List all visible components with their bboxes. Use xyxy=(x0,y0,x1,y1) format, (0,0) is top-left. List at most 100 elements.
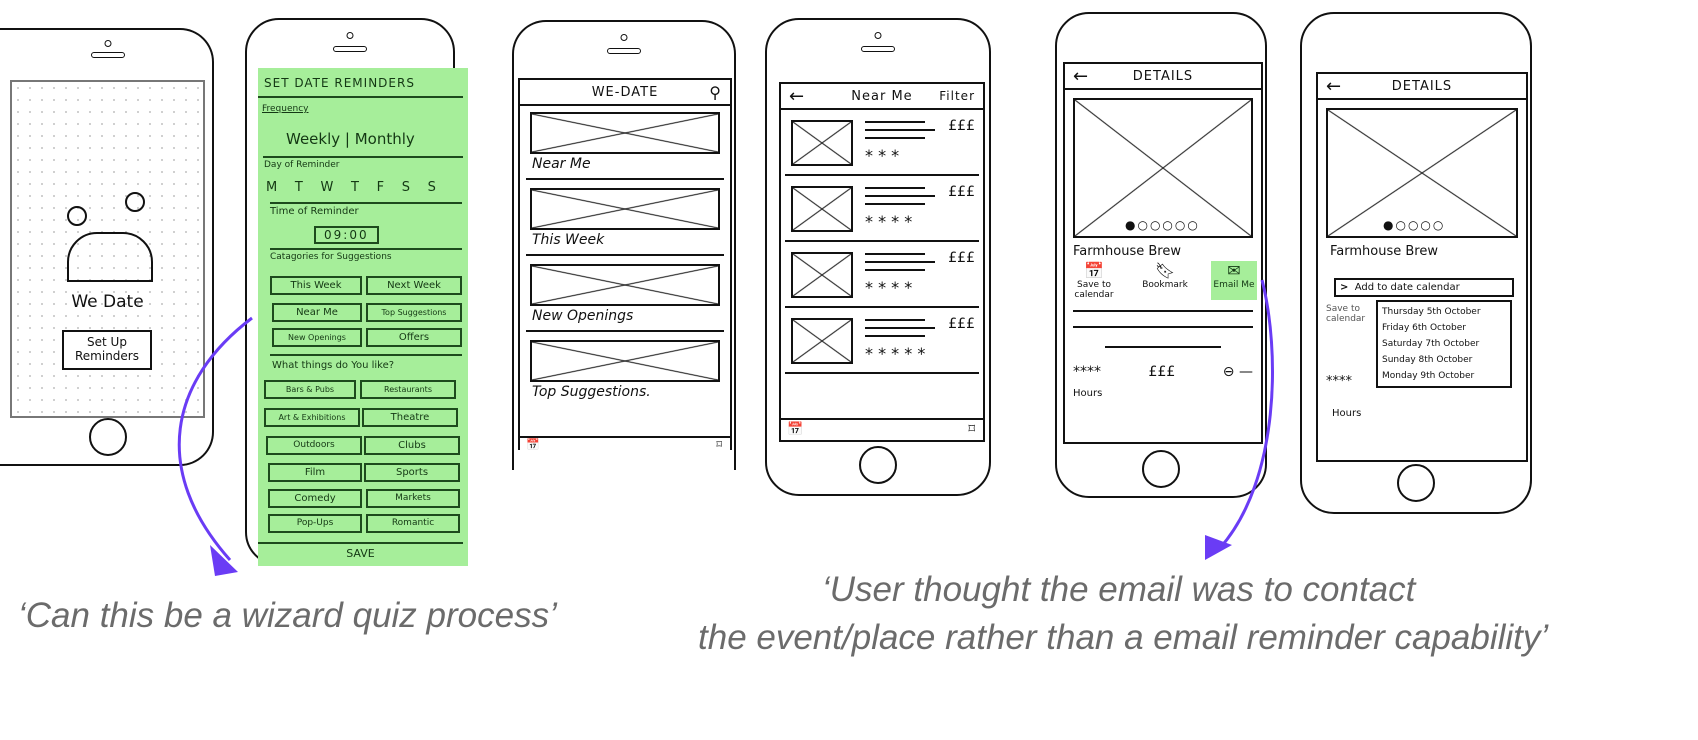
arrowhead xyxy=(1205,535,1232,560)
section-this-week[interactable]: This Week xyxy=(532,232,605,248)
back-arrow-icon[interactable]: ← xyxy=(1326,75,1343,97)
image-carousel[interactable]: ●○○○○○ xyxy=(1073,98,1253,238)
day-option[interactable]: T xyxy=(294,180,303,195)
envelope-icon: ✉ xyxy=(1227,261,1241,280)
annotation-wizard: ‘Can this be a wizard quiz process’ xyxy=(18,596,557,635)
image-placeholder xyxy=(530,188,720,230)
screen-title: SET DATE REMINDERS xyxy=(264,76,415,90)
annotation-email-line2: the event/place rather than a email remi… xyxy=(698,618,1549,657)
search-icon[interactable]: ⚲ xyxy=(709,82,722,102)
date-option[interactable]: Saturday 7th October xyxy=(1382,339,1480,349)
phone-near-me: ← Near Me Filter £££ * * * £££ * * * * £££… xyxy=(765,18,991,496)
categories-label: Catagories for Suggestions xyxy=(270,252,392,262)
camera xyxy=(104,40,112,47)
details-calendar-screen: ←DETAILS ●○○○○ Farmhouse Brew Save to ca… xyxy=(1316,72,1528,462)
like-outdoors[interactable]: Outdoors xyxy=(266,436,362,455)
screen-title: Near Me xyxy=(851,88,913,104)
expand-arrow-icon: > xyxy=(1340,282,1349,293)
set-up-reminders-button[interactable]: Set Up Reminders xyxy=(62,330,152,370)
filter-button[interactable]: Filter xyxy=(939,89,975,103)
bookmark-icon[interactable]: ⌑ xyxy=(968,422,975,437)
like-restaurants[interactable]: Restaurants xyxy=(360,380,456,399)
phone-details: ←DETAILS ●○○○○○ Farmhouse Brew 📅Save to … xyxy=(1055,12,1267,498)
category-next-week[interactable]: Next Week xyxy=(366,276,462,295)
speaker xyxy=(861,46,895,52)
day-selector[interactable]: M T W T F S S xyxy=(266,180,436,195)
result-row[interactable]: £££ * * * * * xyxy=(785,308,979,374)
like-theatre[interactable]: Theatre xyxy=(362,408,458,427)
phone-details-calendar: ←DETAILS ●○○○○ Farmhouse Brew Save to ca… xyxy=(1300,12,1532,514)
carousel-dots[interactable]: ●○○○○○ xyxy=(1125,218,1200,232)
like-markets[interactable]: Markets xyxy=(366,489,460,508)
section-top-suggestions[interactable]: Top Suggestions. xyxy=(532,384,651,400)
calendar-icon[interactable]: 📅 xyxy=(787,422,804,437)
time-label: Time of Reminder xyxy=(270,206,359,217)
rating: * * * xyxy=(865,146,900,165)
home-screen: WE-DATE⚲ Near Me This Week New Openings … xyxy=(518,78,732,450)
like-film[interactable]: Film xyxy=(268,463,362,482)
save-to-calendar-button[interactable]: 📅Save to calendar xyxy=(1069,261,1119,300)
day-option[interactable]: S xyxy=(427,180,436,195)
category-offers[interactable]: Offers xyxy=(366,328,462,347)
header: ←DETAILS xyxy=(1065,64,1261,90)
reminders-screen-highlight: SET DATE REMINDERS Frequency Weekly | Mo… xyxy=(258,68,468,566)
category-new-openings[interactable]: New Openings xyxy=(272,328,362,347)
day-option[interactable]: S xyxy=(401,180,411,195)
day-option[interactable]: T xyxy=(351,180,359,195)
phone-splash: We Date Set Up Reminders xyxy=(0,28,214,466)
date-option[interactable]: Sunday 8th October xyxy=(1382,355,1473,365)
date-option[interactable]: Thursday 5th October xyxy=(1382,307,1481,317)
date-option[interactable]: Friday 6th October xyxy=(1382,323,1466,333)
like-pop-ups[interactable]: Pop-Ups xyxy=(268,514,362,533)
day-option[interactable]: M xyxy=(266,180,278,195)
speaker xyxy=(333,46,367,52)
splash-screen: We Date Set Up Reminders xyxy=(10,80,205,418)
like-clubs[interactable]: Clubs xyxy=(364,436,460,455)
frequency-toggle[interactable]: Weekly | Monthly xyxy=(286,130,415,148)
header: ← Near Me Filter xyxy=(781,84,983,110)
day-option[interactable]: W xyxy=(320,180,334,195)
home-button xyxy=(1142,450,1180,488)
image-placeholder xyxy=(791,318,853,364)
like-romantic[interactable]: Romantic xyxy=(366,514,460,533)
date-option[interactable]: Monday 9th October xyxy=(1382,371,1475,381)
add-to-calendar-dropdown[interactable]: > Add to date calendar xyxy=(1334,278,1514,297)
carousel-dots[interactable]: ●○○○○ xyxy=(1383,218,1446,232)
email-me-button[interactable]: ✉Email Me xyxy=(1211,261,1257,300)
image-placeholder xyxy=(791,186,853,232)
transport-icon: ⊖ — xyxy=(1222,364,1253,380)
like-art-exhibitions[interactable]: Art & Exhibitions xyxy=(264,408,360,427)
camera xyxy=(346,32,354,39)
likes-label: What things do You like? xyxy=(272,360,395,371)
like-sports[interactable]: Sports xyxy=(364,463,460,482)
back-arrow-icon[interactable]: ← xyxy=(789,85,806,107)
result-row[interactable]: £££ * * * * xyxy=(785,176,979,242)
back-arrow-icon[interactable]: ← xyxy=(1073,65,1090,87)
home-button xyxy=(859,446,897,484)
bookmark-button[interactable]: 🔖︎Bookmark xyxy=(1140,261,1190,300)
section-near-me[interactable]: Near Me xyxy=(532,156,591,172)
save-button[interactable]: SAVE xyxy=(346,547,375,560)
bookmark-icon[interactable]: ⌑ xyxy=(716,438,722,450)
like-bars-pubs[interactable]: Bars & Pubs xyxy=(264,380,356,399)
result-row[interactable]: £££ * * * xyxy=(785,110,979,176)
like-comedy[interactable]: Comedy xyxy=(268,489,362,508)
result-row[interactable]: £££ * * * * xyxy=(785,242,979,308)
category-this-week[interactable]: This Week xyxy=(270,276,362,295)
day-option[interactable]: F xyxy=(376,180,385,195)
calendar-icon[interactable]: 📅 xyxy=(526,438,540,450)
annotation-email-line1: ‘User thought the email was to contact xyxy=(822,570,1416,609)
category-top-suggestions[interactable]: Top Suggestions xyxy=(366,303,462,322)
bookmark-icon: 🔖︎ xyxy=(1154,261,1176,280)
section-new-openings[interactable]: New Openings xyxy=(532,308,634,324)
category-near-me[interactable]: Near Me xyxy=(272,303,362,322)
screen-title: DETAILS xyxy=(1391,78,1453,94)
image-carousel[interactable]: ●○○○○ xyxy=(1326,108,1518,238)
image-placeholder xyxy=(530,264,720,306)
header: WE-DATE⚲ xyxy=(520,80,730,106)
arrow-wizard xyxy=(177,316,253,561)
time-input[interactable]: 09:00 xyxy=(314,226,379,244)
speaker xyxy=(607,48,641,54)
